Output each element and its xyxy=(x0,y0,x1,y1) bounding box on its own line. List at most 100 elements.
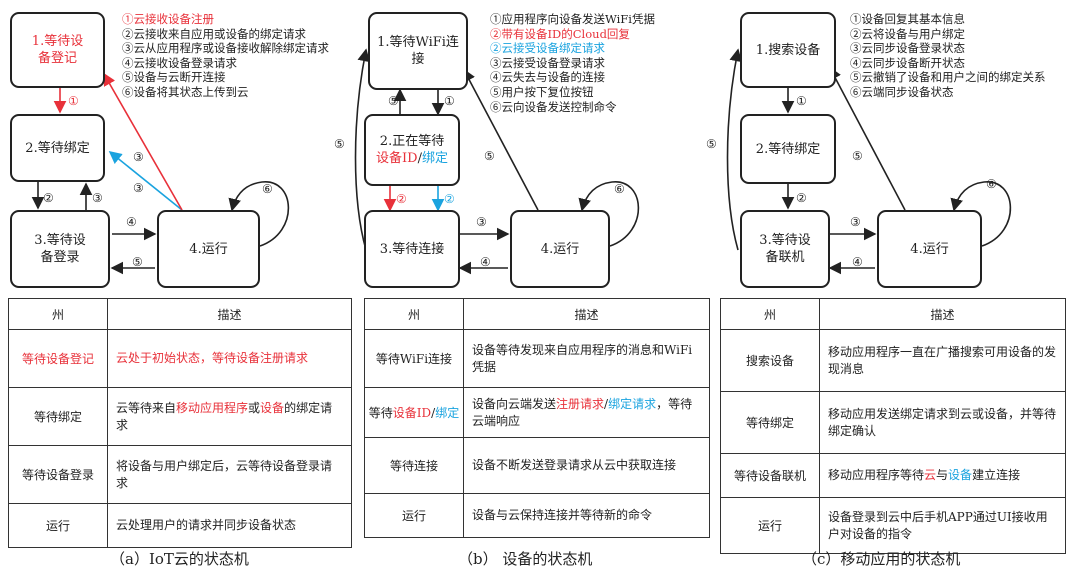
state-c3: 3.等待设备联机 xyxy=(740,210,830,288)
arrow-b-3-1 xyxy=(354,48,371,251)
state-c1: 1.搜索设备 xyxy=(740,12,836,88)
table-b-r1-state: 等待WiFi连接 xyxy=(364,329,464,388)
table-c-r4-desc: 设备登录到云中后手机APP通过UI接收用户对设备的指令 xyxy=(819,497,1066,554)
legend-c-item: ⑤云撤销了设备和用户之间的绑定关系 xyxy=(850,70,1046,85)
table-b-header-desc: 描述 xyxy=(463,298,710,330)
state-c2-label: 2.等待绑定 xyxy=(755,141,821,157)
panel-a-arrows xyxy=(31,72,290,275)
legend-a-item: ④云接收设备登录请求 xyxy=(122,55,237,70)
caption-c: （c）移动应用的状态机 xyxy=(802,550,961,568)
label-b-5b: ⑤ xyxy=(484,149,495,163)
label-b-6: ⑥ xyxy=(614,182,625,196)
table-b-r3-state: 等待连接 xyxy=(364,437,464,494)
label-a-3a: ③ xyxy=(92,191,103,205)
label-b-1: ① xyxy=(444,94,455,108)
label-a-2: ② xyxy=(43,191,54,205)
arrow-4-1 xyxy=(103,72,183,211)
state-a1: 1.等待设备登记 xyxy=(10,12,105,88)
label-a-5: ⑤ xyxy=(132,255,143,269)
table-c-r1-state: 搜索设备 xyxy=(720,329,820,392)
table-a-r2-desc: 云等待来自移动应用程序或设备的绑定请求 xyxy=(107,387,352,446)
legend-c-item: ③云同步设备登录状态 xyxy=(850,41,965,56)
table-b-r2-state: 等待设备ID/绑定 xyxy=(364,387,464,438)
legend-b-item: ②云接受设备绑定请求 xyxy=(490,41,605,56)
label-b-2red: ② xyxy=(396,192,407,206)
label-b-5c: ⑤ xyxy=(334,137,345,151)
label-b-2blue: ② xyxy=(444,192,455,206)
state-c1-label: 1.搜索设备 xyxy=(755,42,821,58)
state-a3: 3.等待设备登录 xyxy=(10,210,110,288)
legend-a: ①云接收设备注册 ②云接收来自应用或设备的绑定请求 ③云从应用程序或设备接收解除… xyxy=(122,12,329,100)
arrow-b-4-self xyxy=(578,181,640,247)
label-c-3: ③ xyxy=(850,215,861,229)
arrow-b-4-1 xyxy=(463,68,539,211)
legend-b: ①应用程序向设备发送WiFi凭据 ②带有设备ID的Cloud回复 ②云接受设备绑… xyxy=(490,12,655,114)
label-a-3c: ③ xyxy=(133,181,144,195)
state-b1: 1.等待WiFi连接 xyxy=(368,12,468,90)
table-c-r1-desc: 移动应用程序一直在广播搜索可用设备的发现消息 xyxy=(819,329,1066,392)
arrow-4-2 xyxy=(108,150,183,211)
legend-b-item: ②带有设备ID的Cloud回复 xyxy=(490,26,630,41)
table-a-r4-state: 运行 xyxy=(8,503,108,548)
table-c-header-desc: 描述 xyxy=(819,298,1066,330)
panel-b-arrows xyxy=(354,48,640,275)
label-a-3b: ③ xyxy=(133,150,144,164)
state-b3-label: 3.等待连接 xyxy=(379,241,445,257)
legend-b-item: ④云失去与设备的连接 xyxy=(490,70,605,85)
state-b1-label: 1.等待WiFi连接 xyxy=(377,35,459,67)
legend-c-item: ⑥云端同步设备状态 xyxy=(850,84,954,99)
table-b-r3-desc: 设备不断发送登录请求从云中获取连接 xyxy=(463,437,710,494)
legend-a-item: ③云从应用程序或设备接收解除绑定请求 xyxy=(122,41,329,56)
label-b-5a: ⑤ xyxy=(388,94,399,108)
table-c-r3-desc: 移动应用程序等待云与设备建立连接 xyxy=(819,453,1066,498)
legend-c-item: ②云将设备与用户绑定 xyxy=(850,26,965,41)
table-a-r3-state: 等待设备登录 xyxy=(8,445,108,504)
state-c3-label: 3.等待设备联机 xyxy=(759,233,811,265)
legend-b-item: ③云接受设备登录请求 xyxy=(490,55,605,70)
caption-b: （b） 设备的状态机 xyxy=(458,550,593,568)
legend-b-item: ①应用程序向设备发送WiFi凭据 xyxy=(490,12,655,26)
table-b-r4-state: 运行 xyxy=(364,493,464,538)
table-c: 州 描述 搜索设备 移动应用程序一直在广播搜索可用设备的发现消息 等待绑定 移动… xyxy=(720,298,1066,554)
table-a: 州 描述 等待设备登记 云处于初始状态，等待设备注册请求 等待绑定 云等待来自移… xyxy=(8,298,352,548)
state-a3-label: 3.等待设备登录 xyxy=(34,233,86,265)
state-b4: 4.运行 xyxy=(510,210,610,288)
state-c4-label: 4.运行 xyxy=(910,241,949,257)
label-a-4: ④ xyxy=(126,215,137,229)
panel-mobile-app: 1.搜索设备 2.等待绑定 3.等待设备联机 4.运行 ① ② ③ ④ ⑤ ⑤ … xyxy=(706,0,1080,584)
state-b2-label: 2.正在等待 设备ID/绑定 xyxy=(376,134,448,166)
table-b-header-state: 州 xyxy=(364,298,464,330)
table-c-r2-desc: 移动应用发送绑定请求到云或设备，并等待绑定确认 xyxy=(819,391,1066,454)
legend-a-item: ②云接收来自应用或设备的绑定请求 xyxy=(122,26,306,41)
table-a-header-state: 州 xyxy=(8,298,108,330)
arrow-c-4-1 xyxy=(829,66,906,211)
state-a2-label: 2.等待绑定 xyxy=(25,140,90,156)
label-b-3: ③ xyxy=(476,215,487,229)
label-c-5b: ⑤ xyxy=(706,137,717,151)
state-c4: 4.运行 xyxy=(877,210,982,288)
state-a4-label: 4.运行 xyxy=(189,241,228,257)
table-a-r4-desc: 云处理用户的请求并同步设备状态 xyxy=(107,503,352,548)
table-c-r3-state: 等待设备联机 xyxy=(720,453,820,498)
legend-c-item: ④云同步设备断开状态 xyxy=(850,55,965,70)
state-b2: 2.正在等待 设备ID/绑定 xyxy=(364,114,460,186)
label-b-4: ④ xyxy=(480,255,491,269)
table-b: 州 描述 等待WiFi连接 设备等待发现来自应用程序的消息和WiFi凭据 等待设… xyxy=(364,298,710,538)
legend-a-item: ⑤设备与云断开连接 xyxy=(122,70,226,85)
state-a1-label: 1.等待设备登记 xyxy=(31,34,84,66)
state-b4-label: 4.运行 xyxy=(540,241,580,257)
arrow-c-4-self xyxy=(950,181,1012,247)
legend-a-item: ⑥设备将其状态上传到云 xyxy=(122,84,249,99)
label-c-1: ① xyxy=(796,94,807,108)
label-c-4: ④ xyxy=(852,255,863,269)
table-a-r3-desc: 将设备与用户绑定后，云等待设备登录请求 xyxy=(107,445,352,504)
panel-iot-cloud: 1.等待设备登记 2.等待绑定 3.等待设备登录 4.运行 ① ② ③ ④ ⑤ … xyxy=(0,0,360,584)
table-b-r1-desc: 设备等待发现来自应用程序的消息和WiFi凭据 xyxy=(463,329,710,388)
table-a-r2-state: 等待绑定 xyxy=(8,387,108,446)
label-a-6: ⑥ xyxy=(262,182,273,196)
table-a-r1-desc: 云处于初始状态，等待设备注册请求 xyxy=(107,329,352,388)
label-a-1: ① xyxy=(68,94,79,108)
table-c-r4-state: 运行 xyxy=(720,497,820,554)
table-c-header-state: 州 xyxy=(720,298,820,330)
table-c-r2-state: 等待绑定 xyxy=(720,391,820,454)
